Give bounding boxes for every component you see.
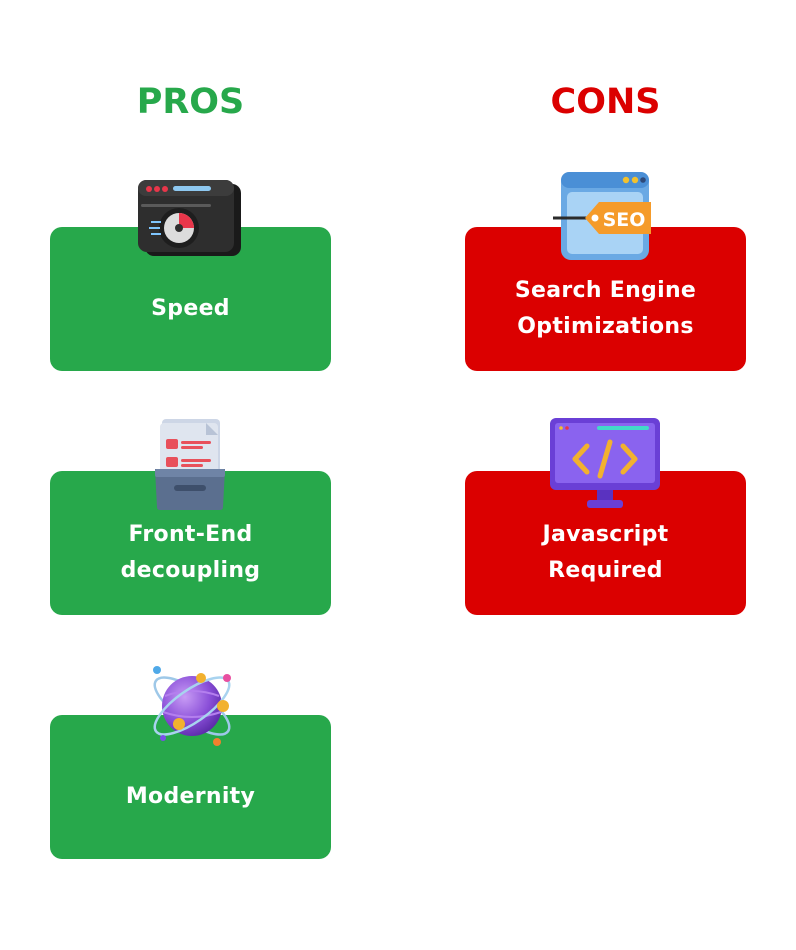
code-monitor-icon bbox=[547, 416, 663, 510]
speedometer-window-icon bbox=[135, 178, 245, 260]
pro-card-modernity: Modernity bbox=[50, 715, 331, 859]
cons-heading: CONS bbox=[550, 82, 661, 122]
document-tray-icon bbox=[152, 415, 228, 511]
atom-globe-icon bbox=[143, 656, 241, 756]
seo-tag-window-icon: SEO bbox=[551, 170, 655, 264]
con-card-javascript: Javascript Required bbox=[465, 471, 746, 615]
con-card-seo: Search Engine Optimizations bbox=[465, 227, 746, 371]
con-card-label: Search Engine Optimizations bbox=[514, 278, 697, 339]
pro-card-label: Modernity bbox=[125, 784, 256, 809]
seo-tag-text: SEO bbox=[603, 209, 646, 231]
con-card-label: Javascript Required bbox=[542, 522, 669, 583]
pro-card-label: Speed bbox=[151, 296, 230, 321]
pro-card-label: Front-End decoupling bbox=[120, 522, 261, 583]
pros-heading: PROS bbox=[136, 82, 245, 122]
pro-card-frontend-decoupling: Front-End decoupling bbox=[50, 471, 331, 615]
